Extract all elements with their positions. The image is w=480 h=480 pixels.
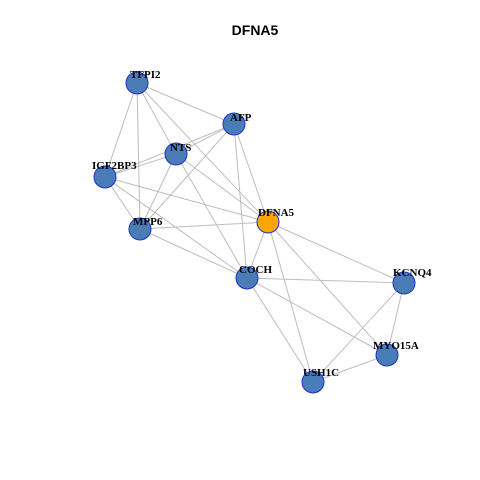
edge-mpp6-coch — [139, 228, 248, 279]
edge-tfpi2-igf2bp3 — [104, 82, 138, 178]
edge-kcnq4-ush1c — [312, 282, 405, 383]
edge-coch-ush1c — [246, 277, 314, 383]
node-igf2bp3: IGF2BP3 — [92, 160, 137, 189]
node-tfpi2: TFPI2 — [125, 69, 161, 95]
node-kcnq4: KCNQ4 — [392, 267, 432, 295]
edge-dfna5-myo15a — [267, 221, 388, 356]
node-myo15a: MYO15A — [373, 340, 419, 367]
node-label-ush1c: USH1C — [303, 367, 339, 379]
node-label-mpp6: MPP6 — [133, 216, 163, 228]
edge-coch-kcnq4 — [246, 277, 405, 284]
node-circle-coch — [235, 266, 259, 290]
node-circle-igf2bp3 — [93, 165, 117, 189]
edge-tfpi2-afp — [136, 82, 235, 125]
edge-tfpi2-nts — [136, 82, 177, 155]
node-dfna5: DFNA5 — [256, 207, 295, 234]
edge-nts-coch — [175, 153, 248, 279]
edge-tfpi2-mpp6 — [136, 82, 141, 230]
edge-nts-dfna5 — [175, 153, 269, 223]
node-circle-ush1c — [301, 370, 325, 394]
node-ush1c: USH1C — [301, 367, 339, 394]
edge-igf2bp3-dfna5 — [104, 176, 269, 223]
node-label-igf2bp3: IGF2BP3 — [92, 160, 137, 172]
edge-afp-dfna5 — [233, 123, 269, 223]
node-circle-kcnq4 — [392, 271, 416, 295]
node-circle-dfna5 — [256, 210, 280, 234]
node-nts: NTS — [164, 142, 191, 166]
node-mpp6: MPP6 — [128, 216, 163, 241]
node-circle-mpp6 — [128, 217, 152, 241]
node-label-tfpi2: TFPI2 — [130, 69, 161, 81]
node-afp: AFP — [222, 112, 252, 136]
edge-dfna5-kcnq4 — [267, 221, 405, 284]
edge-tfpi2-dfna5 — [136, 82, 269, 223]
edge-coch-myo15a — [246, 277, 388, 356]
node-circle-nts — [164, 142, 188, 166]
node-circle-tfpi2 — [125, 71, 149, 95]
node-label-myo15a: MYO15A — [373, 340, 419, 352]
node-circle-afp — [222, 112, 246, 136]
edge-afp-coch — [233, 123, 248, 279]
node-label-afp: AFP — [230, 112, 252, 124]
node-label-coch: COCH — [239, 264, 272, 276]
node-label-nts: NTS — [170, 142, 191, 154]
node-coch: COCH — [235, 264, 272, 290]
edge-nts-igf2bp3 — [104, 153, 177, 178]
graph-title: DFNA5 — [232, 22, 279, 38]
node-label-kcnq4: KCNQ4 — [393, 267, 432, 279]
edge-myo15a-ush1c — [312, 354, 388, 383]
edge-kcnq4-myo15a — [386, 282, 405, 356]
edge-mpp6-dfna5 — [139, 221, 269, 230]
edge-afp-mpp6 — [139, 123, 235, 230]
node-label-dfna5: DFNA5 — [258, 207, 295, 219]
node-circle-myo15a — [375, 343, 399, 367]
